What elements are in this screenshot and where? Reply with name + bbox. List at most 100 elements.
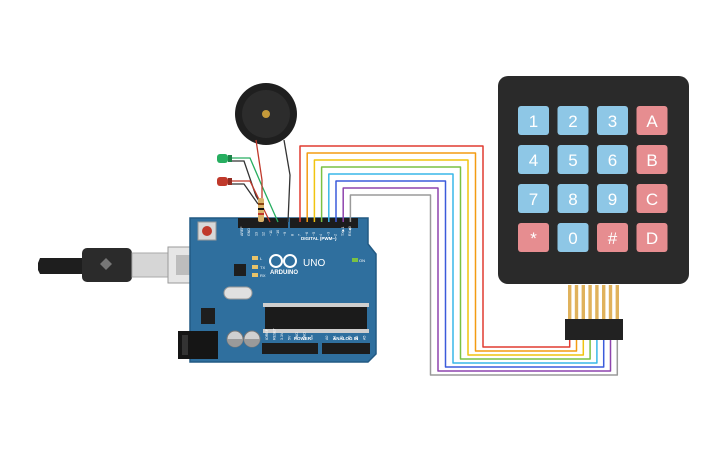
keypad-ribbon-pin — [615, 285, 619, 319]
keypad-wire — [349, 194, 619, 376]
arduino-logo-icon — [269, 254, 297, 268]
keypad-wire — [335, 180, 605, 368]
power-pin-label: 5V — [288, 335, 292, 340]
digital-pin-label: 8 — [290, 234, 294, 236]
led-red — [217, 177, 232, 186]
analog-pin-label: A0 — [325, 336, 329, 340]
keypad-key — [636, 223, 668, 252]
keypad-key-label: 9 — [608, 190, 617, 209]
keypad-ribbon-pin — [574, 285, 579, 319]
digital-pin-label: 2 — [334, 234, 338, 236]
on-label: ON — [359, 258, 365, 263]
keypad-key — [636, 106, 668, 135]
keypad-key — [597, 223, 628, 252]
keypad-wire — [320, 166, 591, 360]
digital-header-left — [238, 218, 288, 228]
power-label: POWER — [294, 336, 312, 341]
voltage-regulator — [201, 308, 215, 324]
keypad-key — [518, 106, 549, 135]
keypad-key — [597, 184, 628, 213]
analog-label: ANALOG IN — [333, 336, 358, 341]
keypad-key — [518, 184, 549, 213]
digital-pin-label: ~6 — [305, 232, 309, 236]
digital-header-right — [290, 218, 358, 228]
buzzer-center — [262, 110, 270, 118]
keypad-key-label: A — [646, 112, 658, 131]
keypad-wires — [299, 145, 619, 376]
digital-pin-label: 7 — [298, 234, 302, 236]
analog-pin-label: A1 — [333, 336, 337, 340]
keypad-ribbon-pin — [608, 285, 613, 319]
keypad-ribbon-pin — [602, 285, 606, 319]
keypad-key — [636, 184, 668, 213]
power-pin-label: 3.3V — [280, 332, 284, 340]
atmega-chip — [265, 307, 367, 329]
keypad-key-label: 7 — [529, 190, 538, 209]
keypad-key — [518, 145, 549, 174]
digital-pin-label: ~3 — [326, 232, 330, 236]
keypad-key — [557, 106, 589, 135]
analog-pin-label: A3 — [348, 336, 352, 340]
keypad-wire — [328, 173, 598, 364]
keypad-key — [597, 145, 628, 174]
keypad-key-label: 8 — [568, 190, 577, 209]
digital-pin-label: ~10 — [276, 230, 280, 236]
keypad-ribbon-pin — [568, 285, 572, 319]
power-pin-label: GND — [295, 332, 299, 340]
arduino-uno-board: L TX RX ON ARDUINO UNO DIGITAL (PWM~) PO… — [178, 217, 377, 363]
analog-pin-label: A4 — [355, 336, 359, 340]
keypad-ribbon-pin — [595, 285, 599, 319]
usb-cable — [38, 246, 211, 284]
power-pin-label: RESET — [273, 327, 277, 340]
keypad-key — [597, 106, 628, 135]
keypad-wire — [306, 152, 578, 352]
keypad-wire — [313, 159, 585, 356]
keypad-key-label: B — [646, 151, 657, 170]
usb-chip — [234, 264, 246, 276]
keypad-wire — [299, 145, 571, 348]
keypad-ribbon — [568, 285, 619, 319]
keypad-key-label: 4 — [529, 151, 538, 170]
power-pin-label: GND — [303, 332, 307, 340]
keypad-ribbon-pin — [588, 285, 592, 319]
led-label-tx: TX — [260, 265, 265, 270]
digital-label: DIGITAL (PWM~) — [301, 236, 337, 241]
piezo-buzzer — [235, 83, 297, 145]
digital-pin-label: ~5 — [312, 232, 316, 236]
keypad-key — [557, 184, 589, 213]
keypad-key-label: 6 — [608, 151, 617, 170]
keypad-key — [557, 223, 589, 252]
digital-pin-label: 13 — [254, 232, 258, 236]
analog-pin-label: A2 — [340, 336, 344, 340]
keypad-wire — [342, 187, 612, 372]
digital-pin-label: ~9 — [283, 232, 287, 236]
digital-pin-label: GND — [247, 228, 251, 236]
power-pin-label: Vin — [310, 335, 314, 340]
led-label-l: L — [260, 256, 263, 261]
digital-pin-label: RX◀0 — [348, 226, 352, 236]
keypad-connector — [565, 319, 623, 340]
keypad-key-label: 3 — [608, 112, 617, 131]
keypad-key-label: # — [608, 229, 618, 248]
keypad-key — [557, 145, 589, 174]
analog-header — [322, 343, 370, 354]
capacitor-1 — [226, 330, 244, 348]
led-green — [217, 154, 232, 163]
keypad-key-label: 2 — [568, 112, 577, 131]
analog-pin-label: A5 — [363, 336, 367, 340]
keypad-ribbon-pin — [581, 285, 585, 319]
digital-pin-label: ~11 — [269, 230, 273, 236]
power-pin-label: IOREF — [265, 328, 269, 340]
capacitor-2 — [243, 330, 261, 348]
keypad-key — [636, 145, 668, 174]
crystal-oscillator — [223, 286, 253, 300]
arduino-model: UNO — [303, 258, 325, 269]
digital-pin-label: 12 — [262, 232, 266, 236]
digital-pin-label: AREF — [240, 226, 244, 236]
